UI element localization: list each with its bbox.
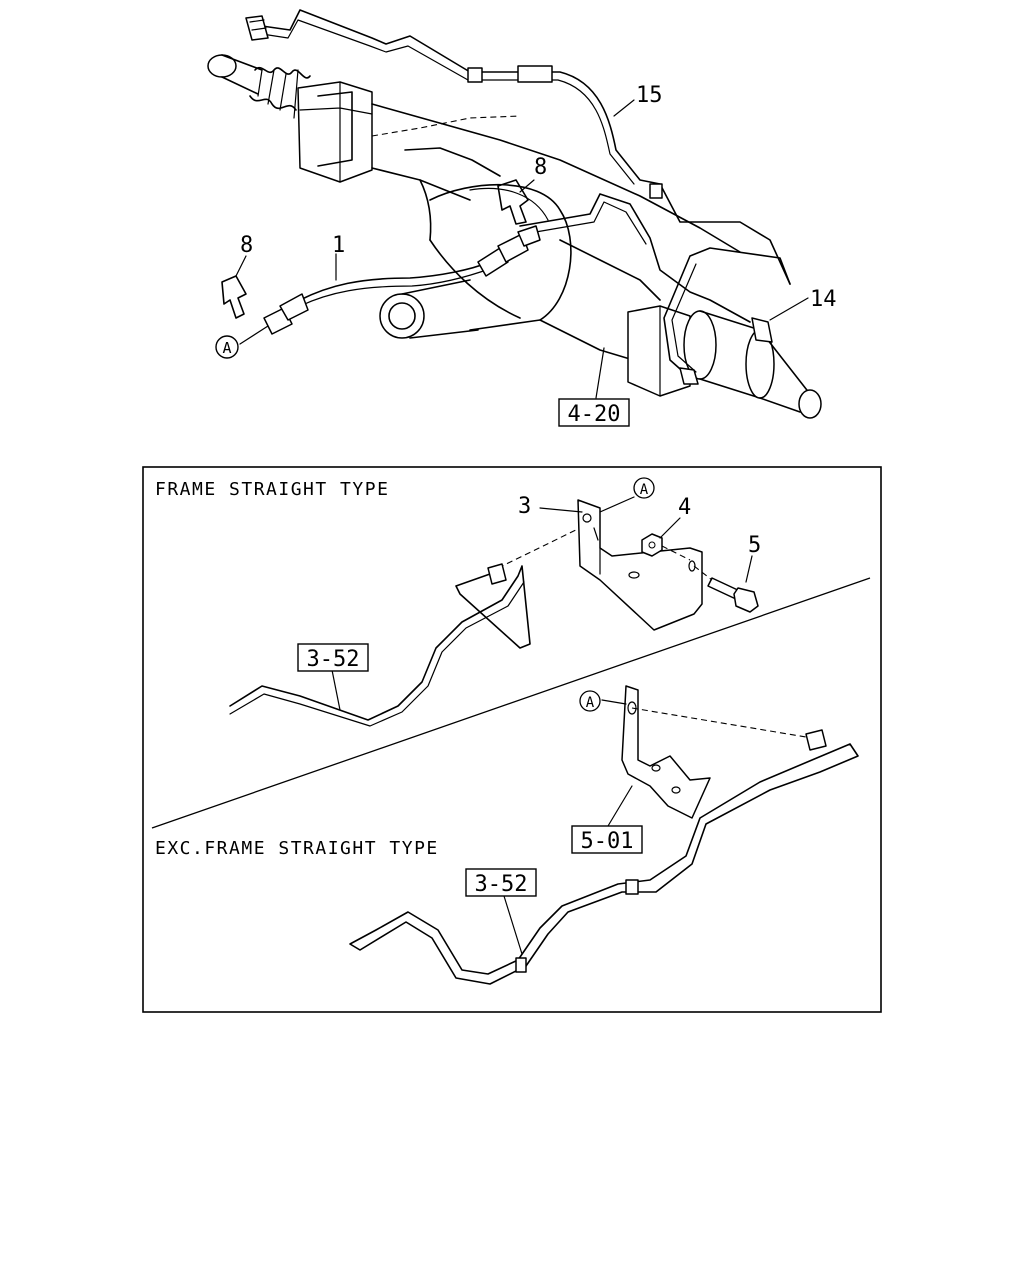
circle-a-marker-upper: A <box>633 477 655 499</box>
ref-box-4-20: 4-20 <box>558 398 630 427</box>
circle-a-marker-top: A <box>215 335 239 359</box>
circle-a-label-lower: A <box>586 695 595 711</box>
brake-hose-1 <box>263 225 541 335</box>
bolt-5 <box>693 565 759 613</box>
detail-box <box>142 466 882 1013</box>
clip-8-right <box>497 179 529 225</box>
callout-14: 14 <box>810 287 837 312</box>
ref-3-52-lower-label: 3-52 <box>475 872 528 897</box>
rear-axle-housing <box>207 54 822 419</box>
callout-1: 1 <box>332 233 345 258</box>
leader-lines-detail-upper <box>331 496 753 711</box>
ref-box-3-52-upper: 3-52 <box>297 643 369 672</box>
circle-a-label-upper: A <box>640 482 649 498</box>
clip-8-left <box>221 275 247 319</box>
callout-8-right: 8 <box>534 155 547 180</box>
brake-pipe-3-52-frame-straight <box>229 527 581 727</box>
exc-frame-straight-type-title: EXC.FRAME STRAIGHT TYPE <box>155 838 439 859</box>
ref-3-52-upper-label: 3-52 <box>307 647 360 672</box>
callout-3: 3 <box>518 494 531 519</box>
nut-4 <box>641 533 691 561</box>
brake-pipe-15 <box>245 9 791 285</box>
ref-box-3-52-lower: 3-52 <box>465 868 537 897</box>
callout-5: 5 <box>748 533 761 558</box>
ref-box-5-01: 5-01 <box>571 825 643 854</box>
circle-a-label-top: A <box>222 339 231 357</box>
frame-straight-type-title: FRAME STRAIGHT TYPE <box>155 479 389 500</box>
ref-5-01-label: 5-01 <box>581 829 634 854</box>
bracket-5-01 <box>621 685 813 819</box>
callout-8-left: 8 <box>240 233 253 258</box>
callout-4: 4 <box>678 495 691 520</box>
brake-pipe-14 <box>519 193 791 385</box>
ref-4-20-label: 4-20 <box>568 402 621 427</box>
bracket-3 <box>577 499 703 631</box>
circle-a-marker-lower: A <box>579 690 601 712</box>
leader-lines-detail-lower <box>503 699 633 955</box>
callout-15: 15 <box>636 83 663 108</box>
brake-pipe-3-52-exc-frame-straight <box>349 729 859 985</box>
leader-lines-top <box>235 99 809 399</box>
